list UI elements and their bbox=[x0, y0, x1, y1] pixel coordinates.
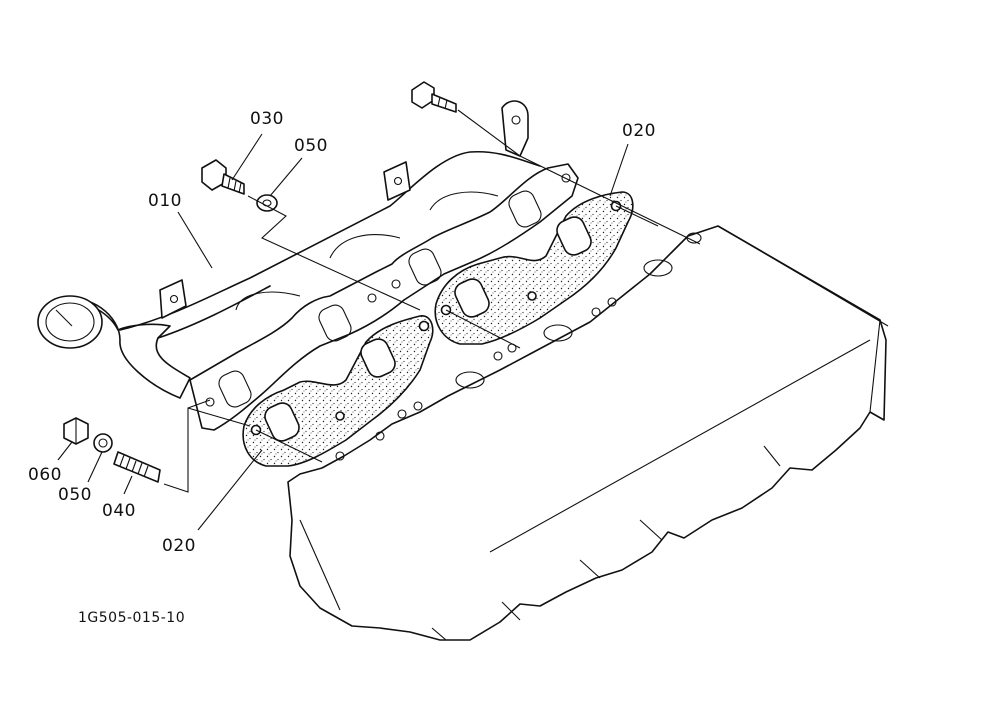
stud-040 bbox=[113, 451, 161, 483]
bolt-top bbox=[411, 81, 457, 113]
assembly-lines bbox=[57, 109, 701, 531]
exhaust-manifold bbox=[37, 150, 579, 431]
callout-050-bottom: 050 bbox=[58, 485, 92, 505]
washer-050-bottom bbox=[93, 433, 113, 453]
gasket-lower bbox=[242, 315, 434, 467]
washer-050-top bbox=[256, 194, 278, 212]
gasket-upper bbox=[434, 191, 634, 345]
bolt-030 bbox=[201, 159, 245, 195]
callout-050-top: 050 bbox=[294, 136, 328, 156]
callout-060: 060 bbox=[28, 465, 62, 485]
callout-020-bottom: 020 bbox=[162, 536, 196, 556]
reference-code: 1G505-015-10 bbox=[78, 610, 185, 626]
callout-020-top: 020 bbox=[622, 121, 656, 141]
callout-010: 010 bbox=[148, 191, 182, 211]
callout-030: 030 bbox=[250, 109, 284, 129]
cylinder-head bbox=[287, 225, 889, 641]
callout-040: 040 bbox=[102, 501, 136, 521]
nut-060 bbox=[63, 417, 89, 445]
lifting-bracket bbox=[501, 100, 529, 157]
